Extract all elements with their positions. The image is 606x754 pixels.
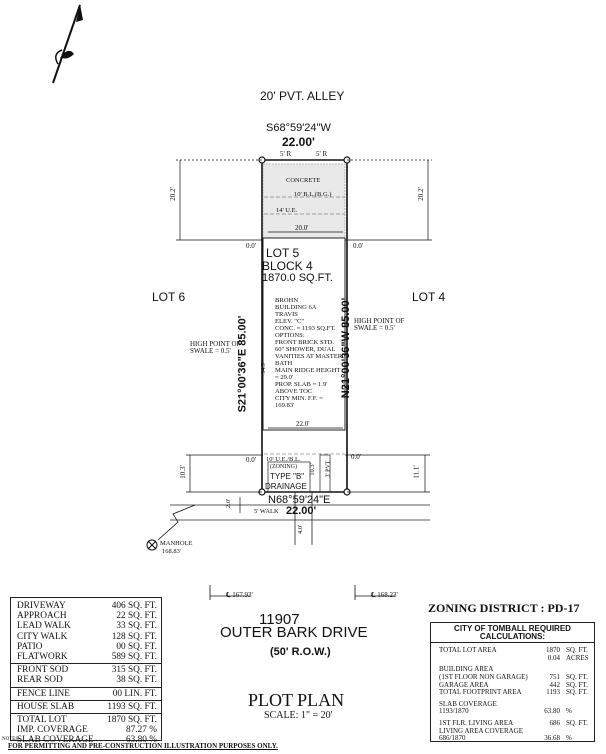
building-line-label: 10' B.L.(B.G.) <box>294 191 332 198</box>
concrete-label: CONCRETE <box>286 177 321 184</box>
plan-title: PLOT PLAN <box>248 690 345 710</box>
zoning-district: ZONING DISTRICT : PD-17 <box>428 601 580 615</box>
disclaimer: FOR PERMITTING AND PRE-CONSTRUCTION ILLU… <box>8 742 278 750</box>
scale-label: SCALE: 1" = 20' <box>264 710 333 721</box>
centerline-right: ℄ 168.23' <box>371 591 398 599</box>
left-offset: 0.0' <box>246 242 257 250</box>
block-label: BLOCK 4 <box>262 259 313 273</box>
alley-label: 20' PVT. ALLEY <box>260 89 345 103</box>
manhole-icon <box>146 504 196 551</box>
front-bearing: N68°59'24"E <box>268 494 331 506</box>
right-swale-label: HIGH POINT OF SWALE = 0.5' <box>354 317 405 332</box>
front-ue-label: 10' U.E./B.L. <box>266 456 301 463</box>
right-depth-dim: 20.2' <box>416 187 425 201</box>
address-street: OUTER BARK DRIVE <box>220 624 368 641</box>
drive-dim: 4.0' <box>297 524 305 535</box>
front-right-dim: 11.1' <box>412 465 421 479</box>
drainage-type: TYPE "B" <box>270 472 305 481</box>
walk-label: 5' WALK <box>254 508 279 515</box>
calc-title: CITY OF TOMBALL REQUIRED CALCULATIONS: <box>431 623 594 644</box>
manhole-elev: 168.83' <box>162 548 182 555</box>
adjacent-lot-left: LOT 6 <box>152 290 186 304</box>
front-mid-dim: 10.3' <box>308 463 316 476</box>
front-offset-left: 0.0' <box>246 456 257 464</box>
rear-bearing: S68°59'24"W <box>266 122 331 134</box>
adjacent-lot-right: LOT 4 <box>412 290 446 304</box>
rear-setback-left: 5' R <box>280 150 292 158</box>
notes-label: NOTES: <box>2 737 20 742</box>
drainage-label: DRAINAGE <box>265 482 307 491</box>
manhole-label: MANHOLE <box>160 540 193 547</box>
north-arrow-icon <box>52 4 83 84</box>
front-offset-right: 0.0' <box>351 453 362 461</box>
centerline-left: ℄ 167.93' <box>226 591 253 599</box>
concrete-pad <box>262 163 346 239</box>
side-dim: 34.5' <box>260 362 267 374</box>
left-bearing: S21°00'36"E 85.00' <box>236 315 249 413</box>
row-label: (50' R.O.W.) <box>270 646 331 658</box>
front-left-dim: 10.3' <box>178 465 187 479</box>
address-number: 11907 <box>259 611 300 628</box>
house-footprint <box>262 237 346 431</box>
right-offset: 0.0' <box>353 242 364 250</box>
city-calculations-table: CITY OF TOMBALL REQUIRED CALCULATIONS: T… <box>430 622 595 742</box>
pvt-label: 3' PVT <box>325 460 332 478</box>
walk-gap: 2.0' <box>225 498 233 509</box>
garage-width: 20.0' <box>295 224 309 232</box>
left-swale-label: HIGH POINT OF SWALE = 0.5' <box>190 340 241 355</box>
left-depth-dim: 20.2' <box>168 187 177 201</box>
zoning-tag: (ZONING) <box>270 464 297 470</box>
lot-corner-markers <box>258 156 351 496</box>
lot-area-label: 1870.0 SQ.FT. <box>262 272 333 284</box>
rear-length: 22.00' <box>282 135 315 149</box>
house-width: 22.0' <box>296 420 310 428</box>
front-length: 22.00' <box>286 505 317 517</box>
lot-label: LOT 5 <box>266 246 300 260</box>
utility-easement-label: 14' U.E. <box>276 207 298 214</box>
rear-setback-right: 5' R <box>316 150 328 158</box>
